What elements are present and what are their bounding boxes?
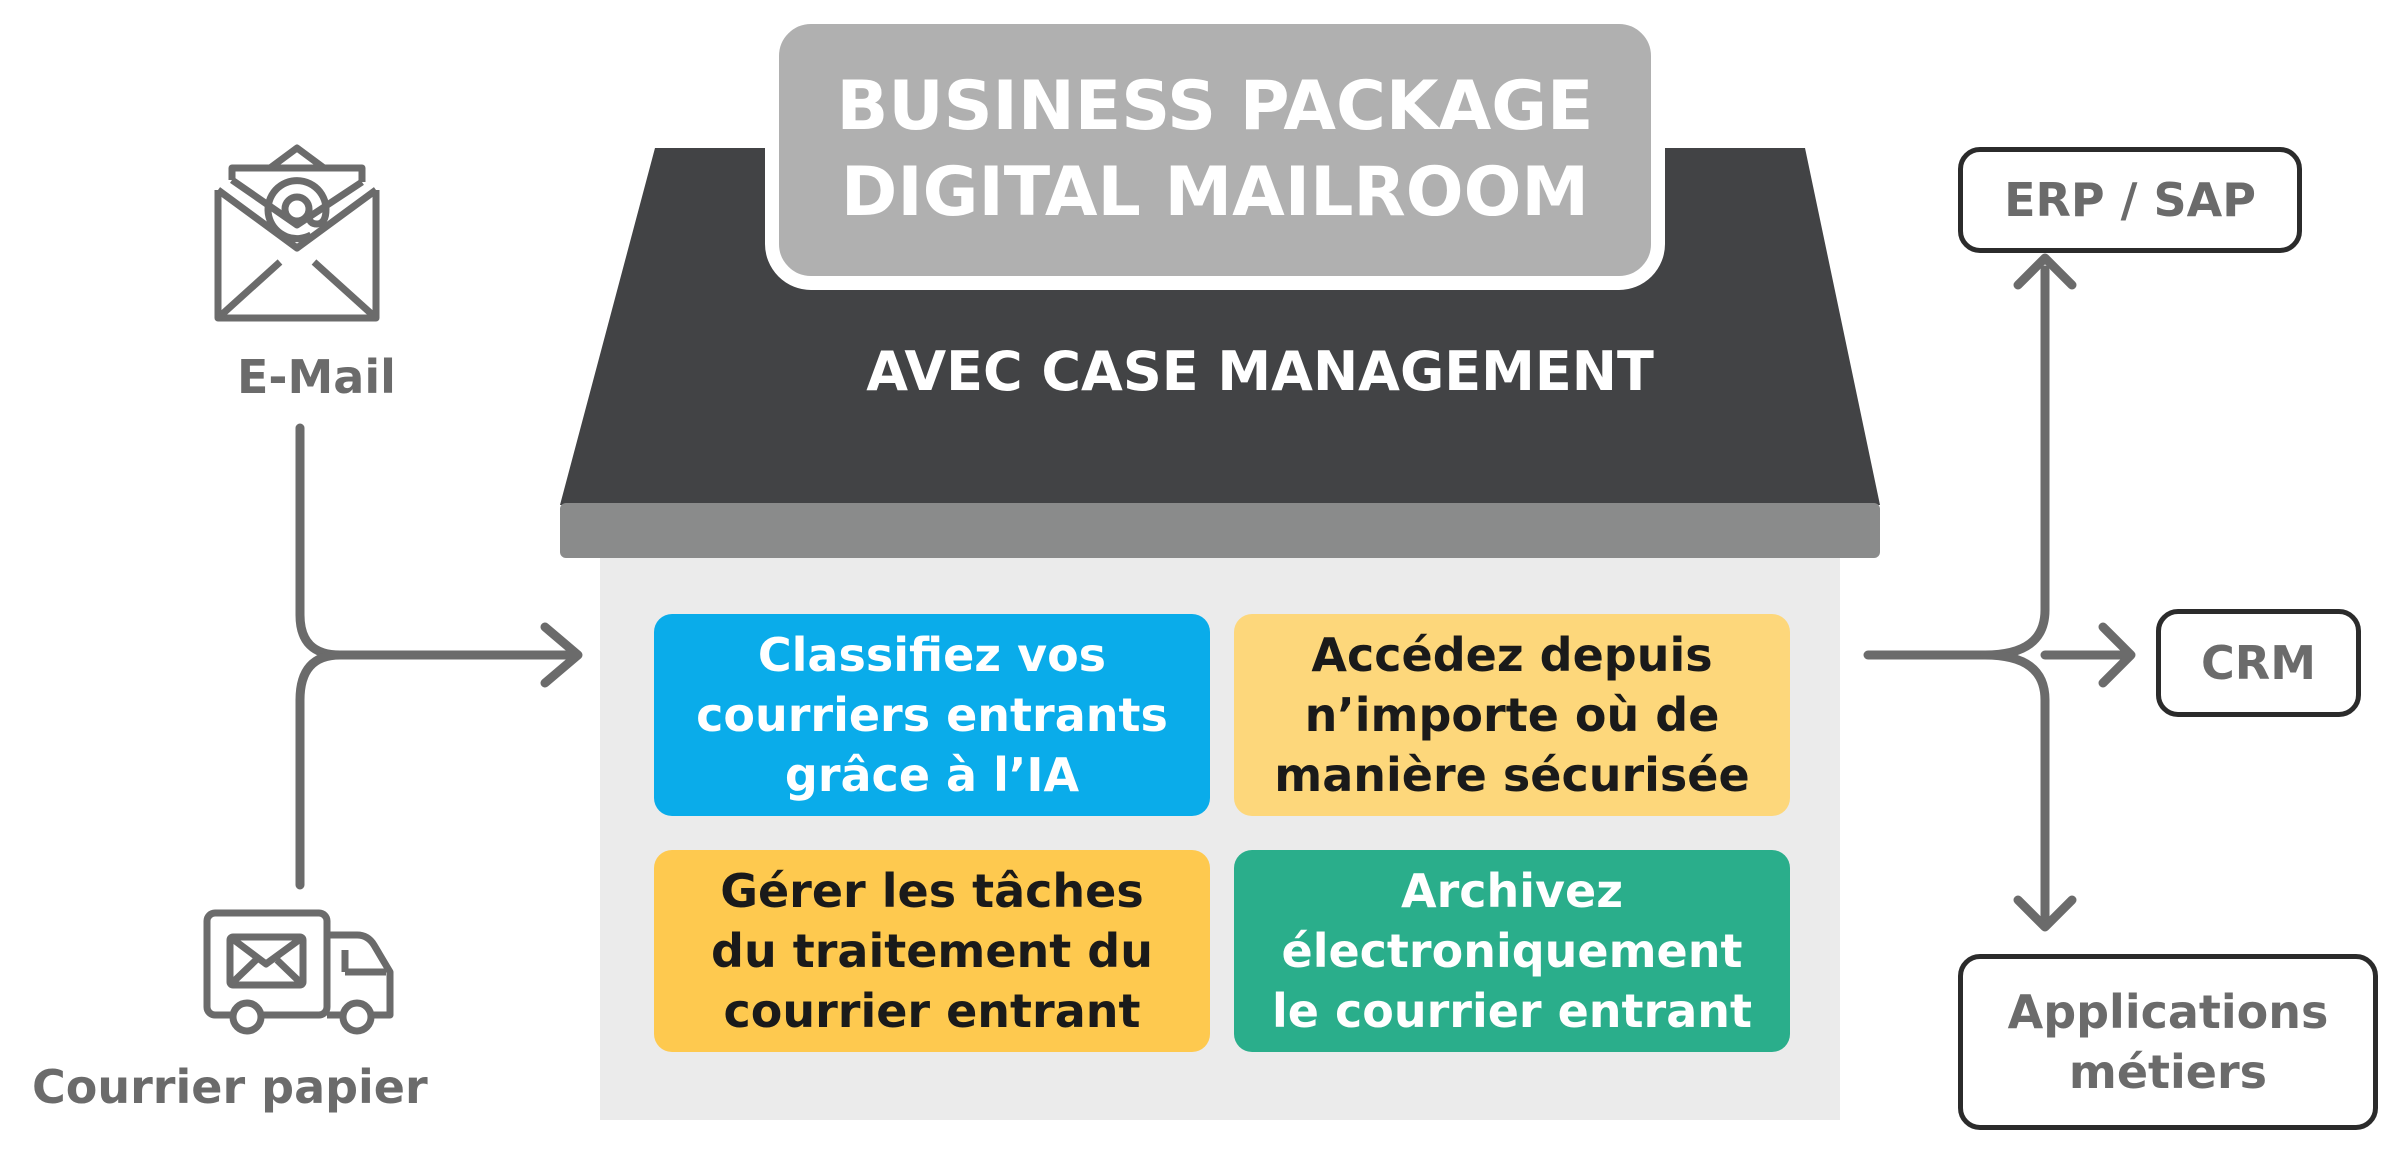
feature-classify-ai-text: Classifiez vos courriers entrants grâce … [696, 628, 1168, 802]
paper-mail-source-label: Courrier papier [32, 1060, 428, 1114]
feature-archiving: Archivez électroniquement le courrier en… [1234, 850, 1790, 1052]
target-crm: CRM [2156, 609, 2361, 717]
inbound-connector [295, 423, 583, 890]
roof-subtitle: AVEC CASE MANAGEMENT [866, 340, 1654, 403]
target-business-apps: Applications métiers [1958, 954, 2378, 1130]
outbound-connector [1863, 253, 2136, 932]
feature-secure-access: Accédez depuis n’importe où de manière s… [1234, 614, 1790, 816]
target-erp-sap-label: ERP / SAP [2004, 173, 2256, 227]
feature-secure-access-text: Accédez depuis n’importe où de manière s… [1274, 628, 1750, 802]
envelope-at-icon [214, 144, 380, 322]
feature-task-management-text: Gérer les tâches du traitement du courri… [711, 864, 1153, 1038]
title-line-2: DIGITAL MAILROOM [840, 153, 1590, 232]
house-eave [560, 503, 1880, 558]
feature-task-management: Gérer les tâches du traitement du courri… [654, 850, 1210, 1052]
feature-classify-ai: Classifiez vos courriers entrants grâce … [654, 614, 1210, 816]
title-badge: BUSINESS PACKAGE DIGITAL MAILROOM [765, 10, 1665, 290]
target-erp-sap: ERP / SAP [1958, 147, 2302, 253]
email-source-label: E-Mail [237, 350, 396, 404]
target-business-apps-label: Applications métiers [2007, 985, 2329, 1099]
title-line-1: BUSINESS PACKAGE [836, 67, 1594, 146]
target-crm-label: CRM [2201, 636, 2316, 690]
feature-archiving-text: Archivez électroniquement le courrier en… [1271, 864, 1753, 1038]
mail-truck-icon [203, 909, 394, 1035]
